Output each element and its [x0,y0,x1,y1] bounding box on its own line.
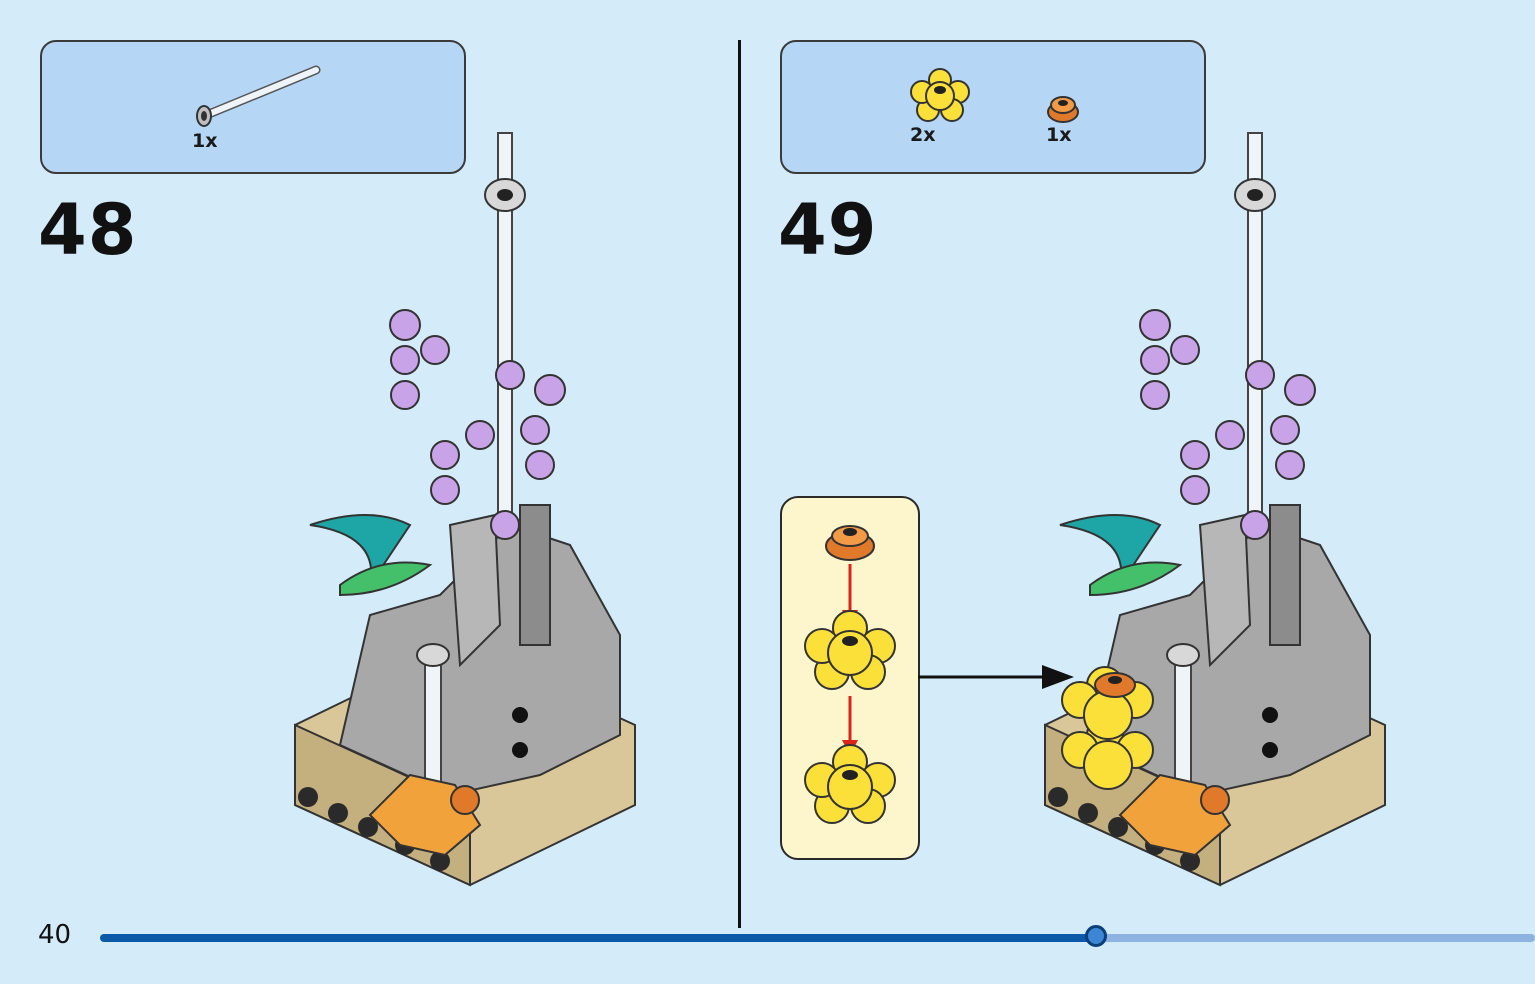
step-48-number: 48 [38,189,138,271]
step-49-model-illustration [1044,132,1386,887]
progress-completed [100,934,1097,942]
step-49-parts-box: 2x 1x [780,40,1206,174]
transparent-bar-with-clip-icon [196,65,321,127]
callout-arrow [918,665,1074,689]
page-number: 40 [38,920,72,950]
progress-remaining [1096,934,1535,942]
yellow-flower-qty: 2x [910,124,936,146]
orange-plate-qty: 1x [1046,124,1072,146]
orange-round-plate-icon [1047,96,1079,123]
step-48-part-qty: 1x [192,130,218,152]
subassembly-stack-illustration [804,525,896,824]
step-48-parts-box: 1x [40,40,466,174]
step-48-model-illustration [294,132,636,887]
yellow-flower-plate-icon [910,68,970,122]
step-49-number: 49 [778,189,878,271]
subassembly-callout [780,496,920,860]
progress-marker [1085,925,1108,947]
step-divider [738,40,741,928]
